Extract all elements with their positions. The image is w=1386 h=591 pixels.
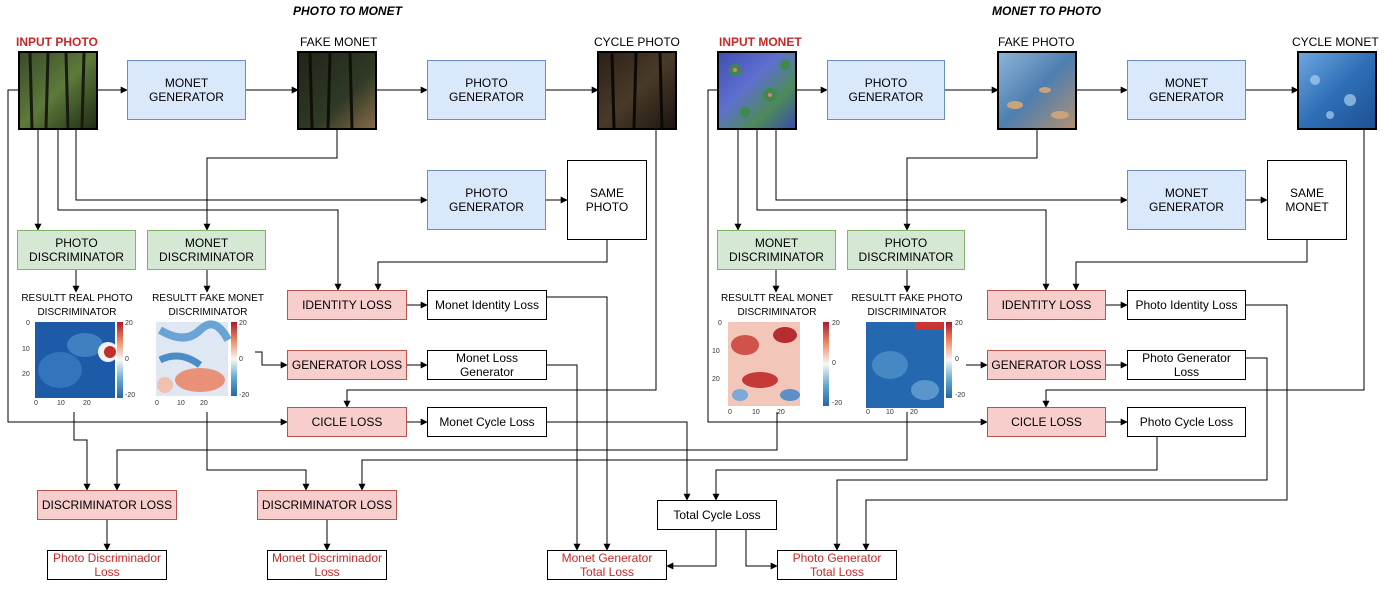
hm1-x-tick-2: 20 — [83, 400, 91, 407]
hm4-x-tick-0: 0 — [866, 409, 870, 416]
connectors-right — [707, 86, 1365, 551]
hm1-x-tick-0: 0 — [34, 400, 38, 407]
photo-generator-box-right: PHOTO GENERATOR — [827, 60, 945, 120]
label-fake-photo: FAKE PHOTO — [998, 35, 1075, 49]
cbar2-tick-2: 0 — [239, 356, 243, 363]
monet-loss-generator-box: Monet Loss Generator — [427, 350, 547, 380]
total-cycle-loss-box: Total Cycle Loss — [657, 500, 777, 530]
label-input-monet: INPUT MONET — [719, 35, 802, 49]
identity-loss-box: IDENTITY LOSS — [287, 290, 407, 320]
hm1-y-tick-1: 10 — [22, 346, 30, 353]
monet-disc-loss-output: Monet Discriminador Loss — [267, 550, 387, 580]
monet-cycle-loss-box: Monet Cycle Loss — [427, 407, 547, 437]
hm3-y-tick-1: 10 — [712, 348, 720, 355]
cbar1-tick-2: 0 — [125, 356, 129, 363]
cicle-loss-box-right: CICLE LOSS — [987, 407, 1106, 437]
cbar3-tick-2: 0 — [832, 360, 836, 367]
monet-generator-box: MONET GENERATOR — [127, 60, 246, 120]
hm1-x-tick-1: 10 — [57, 400, 65, 407]
photo-discriminator-loss-box: DISCRIMINATOR LOSS — [37, 490, 177, 520]
connectors-left — [7, 86, 908, 570]
label-fake-monet: FAKE MONET — [300, 35, 378, 49]
heatmap-real-monet — [728, 322, 829, 406]
monet-generator-box-right: MONET GENERATOR — [1127, 60, 1246, 120]
hm1-y-tick-2: 20 — [22, 371, 30, 378]
photo-discriminator-box: PHOTO DISCRIMINATOR — [17, 230, 136, 270]
monet-discriminator-box-right: MONET DISCRIMINATOR — [717, 230, 836, 270]
hm3-x-tick-0: 0 — [728, 409, 732, 416]
cicle-loss-box: CICLE LOSS — [287, 407, 407, 437]
photo-identity-loss-box: Photo Identity Loss — [1127, 290, 1246, 320]
photo-generator-box: PHOTO GENERATOR — [427, 60, 546, 120]
label-cycle-monet: CYCLE MONET — [1292, 35, 1379, 49]
result-fake-monet-label: RESULTT FAKE MONET DISCRIMINATOR — [152, 293, 264, 318]
photo-cycle-loss-box: Photo Cycle Loss — [1127, 407, 1246, 437]
cycle-photo-image — [597, 51, 677, 130]
hm1-y-tick-0: 0 — [26, 320, 30, 327]
photo-generator-total-loss-box: Photo Generator Total Loss — [777, 550, 897, 580]
result-fake-photo-label: RESULTT FAKE PHOTO DISCRIMINATOR — [851, 293, 963, 318]
cbar3-tick-4: -20 — [832, 400, 843, 407]
cbar2-tick-4: -20 — [239, 392, 250, 399]
photo-disc-loss-output: Photo Discriminador Loss — [47, 550, 167, 580]
input-photo-image — [18, 51, 98, 130]
hm4-x-tick-1: 10 — [886, 409, 894, 416]
cbar4-tick-2: 0 — [955, 356, 959, 363]
cbar2-tick-0: 20 — [239, 320, 247, 327]
cbar1-tick-0: 20 — [125, 320, 133, 327]
fake-photo-image — [997, 51, 1077, 130]
cbar4-tick-4: -20 — [955, 392, 966, 399]
monet-generator-identity-box: MONET GENERATOR — [1127, 170, 1246, 230]
hm2-x-tick-1: 10 — [177, 400, 185, 407]
result-real-photo-label: RESULTT REAL PHOTO DISCRIMINATOR — [21, 293, 133, 318]
input-monet-image — [717, 51, 797, 130]
label-cycle-photo: CYCLE PHOTO — [594, 35, 680, 49]
generator-loss-box: GENERATOR LOSS — [287, 350, 407, 380]
heatmap-real-photo — [35, 322, 123, 398]
identity-loss-box-right: IDENTITY LOSS — [987, 290, 1106, 320]
hm3-y-tick-0: 0 — [718, 320, 722, 327]
cbar1-tick-4: -20 — [125, 392, 136, 399]
title-monet-to-photo: MONET TO PHOTO — [992, 4, 1101, 18]
cycle-monet-image — [1297, 51, 1377, 130]
heatmap-fake-monet — [156, 320, 237, 396]
title-photo-to-monet: PHOTO TO MONET — [293, 4, 402, 18]
hm3-x-tick-2: 20 — [777, 409, 785, 416]
cbar3-tick-0: 20 — [832, 320, 840, 327]
result-real-monet-label: RESULTT REAL MONET DISCRIMINATOR — [720, 293, 834, 318]
hm2-x-tick-2: 20 — [200, 400, 208, 407]
photo-generator-loss-box: Photo Generator Loss — [1127, 350, 1246, 380]
heatmap-fake-photo — [866, 322, 952, 408]
monet-discriminator-box: MONET DISCRIMINATOR — [147, 230, 266, 270]
monet-identity-loss-box: Monet Identity Loss — [427, 290, 547, 320]
photo-generator-identity-box: PHOTO GENERATOR — [427, 170, 546, 230]
hm4-x-tick-2: 20 — [910, 409, 918, 416]
cbar4-tick-0: 20 — [955, 320, 963, 327]
same-monet-box: SAME MONET — [1267, 160, 1347, 240]
monet-generator-total-loss-box: Monet Generator Total Loss — [547, 550, 667, 580]
generator-loss-box-right: GENERATOR LOSS — [987, 350, 1106, 380]
same-photo-box: SAME PHOTO — [567, 160, 647, 240]
label-input-photo: INPUT PHOTO — [16, 35, 98, 49]
hm3-y-tick-2: 20 — [712, 376, 720, 383]
photo-discriminator-box-right: PHOTO DISCRIMINATOR — [847, 230, 965, 270]
fake-monet-image — [297, 51, 377, 130]
hm3-x-tick-1: 10 — [752, 409, 760, 416]
hm2-x-tick-0: 0 — [155, 400, 159, 407]
monet-discriminator-loss-box: DISCRIMINATOR LOSS — [257, 490, 397, 520]
